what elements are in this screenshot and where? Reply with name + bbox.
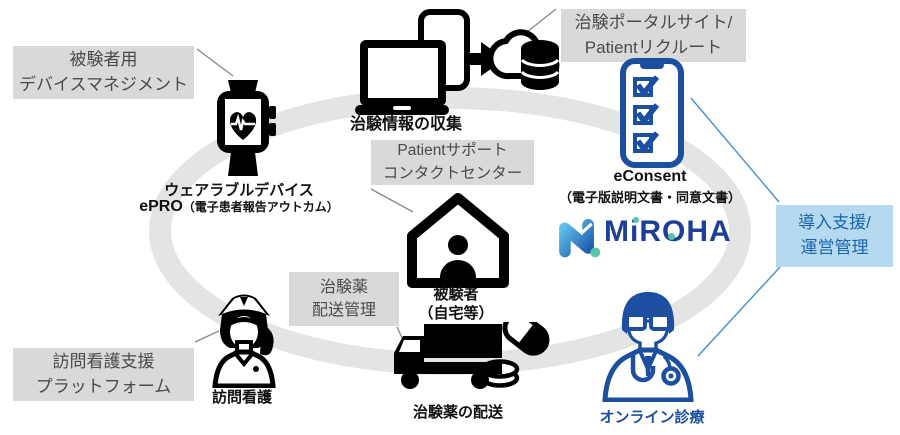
callout-visiting-nurse-platform: 訪問看護支援 プラットフォーム xyxy=(13,348,194,401)
label-online-care: オンライン診療 xyxy=(599,409,705,426)
logo-o-dot xyxy=(668,233,675,240)
callout-patient-support: Patientサポート コンタクトセンター xyxy=(371,140,534,185)
callout-drug-delivery-management: 治験薬 配送管理 xyxy=(289,272,399,326)
callout-implementation-support: 導入支援/ 運営管理 xyxy=(776,205,893,267)
callout-line: プラットフォーム xyxy=(35,376,172,396)
database-icon xyxy=(520,40,560,90)
callout-line: Patientサポート xyxy=(397,142,508,160)
label-wearable-device: ウェアラブルデバイス xyxy=(164,182,314,199)
capsule-icon xyxy=(502,322,550,356)
label-econsent-paren: （電子版説明文書・同意文書） xyxy=(558,190,742,205)
callout-line: コンタクトセンター xyxy=(382,164,523,182)
laptop-phone-cloud-database-icon xyxy=(355,9,560,115)
label-epro-main: ePRO xyxy=(139,198,183,215)
label-drug-delivery: 治験薬の配送 xyxy=(412,404,504,421)
label-subject: 被験者 xyxy=(433,286,479,303)
smartwatch-heart-icon xyxy=(217,80,276,176)
callout-line: 導入支援/ xyxy=(798,213,871,233)
label-epro-paren: （電子患者報告アウトカム） xyxy=(182,200,339,214)
label-epro: ePRO（電子患者報告アウトカム） xyxy=(139,198,339,216)
callout-trial-portal: 治験ポータルサイト/ Patientリクルート xyxy=(561,9,746,62)
label-trial-data-collection: 治験情報の収集 xyxy=(349,116,463,133)
callout-line: デバイスマネジメント xyxy=(19,74,188,94)
miroha-logo-mark xyxy=(559,218,601,258)
label-visiting-nurse: 訪問看護 xyxy=(211,389,273,406)
callout-line: 訪問看護支援 xyxy=(52,351,155,371)
miroha-logo-text: MiROHA xyxy=(604,215,732,248)
nurse-icon xyxy=(212,294,276,388)
callout-line: 治験薬 xyxy=(319,278,368,296)
delivery-truck-medicine-icon xyxy=(394,322,550,389)
callout-line: 治験ポータルサイト/ xyxy=(574,12,733,32)
label-econsent: eConsent xyxy=(613,168,687,185)
callout-line: 配送管理 xyxy=(311,302,376,319)
econsent-phone-checklist-icon xyxy=(620,58,684,168)
label-subject-home: （自宅等） xyxy=(418,305,494,322)
callout-device-management: 被験者用 デバイスマネジメント xyxy=(13,46,194,99)
blue-connector-lines xyxy=(690,97,781,357)
callout-line: 被験者用 xyxy=(69,49,138,69)
doctor-icon xyxy=(602,292,694,402)
house-patient-icon xyxy=(407,193,509,288)
callout-line: 運営管理 xyxy=(800,238,869,257)
logo-i-dot xyxy=(633,217,639,223)
callout-line: Patientリクルート xyxy=(584,37,723,57)
